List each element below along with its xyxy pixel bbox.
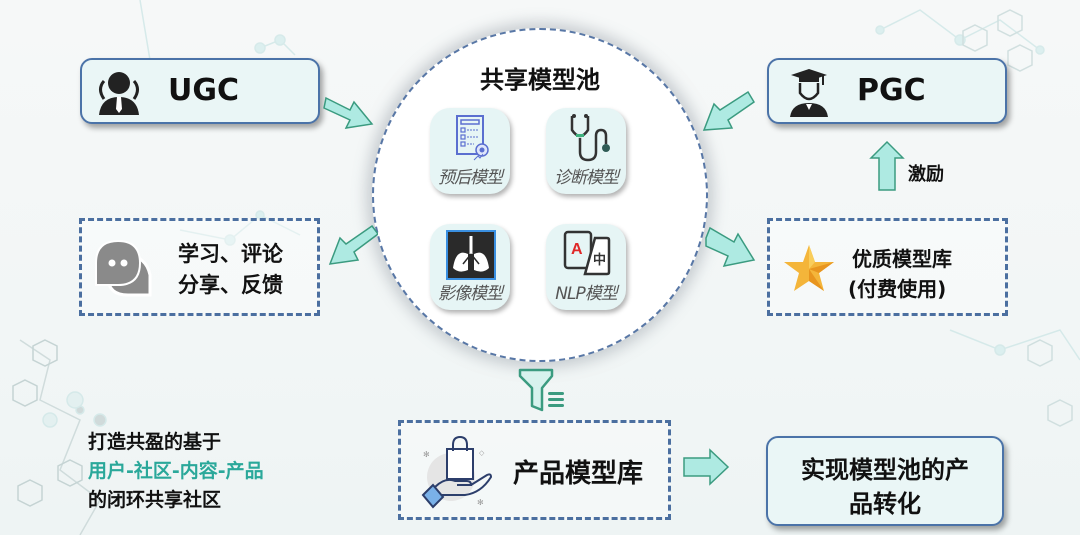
model-tile-imaging[interactable]: 影像模型 [430, 224, 510, 310]
summary-line2-highlight: 用户-社区-内容-产品 [88, 460, 264, 482]
feedback-line1: 学习、评论 [178, 242, 283, 266]
svg-text:◇: ◇ [479, 449, 485, 457]
user-group-icon [99, 72, 139, 115]
model-label: 预后模型 [438, 168, 503, 188]
arrow-incentive-up [869, 140, 905, 191]
filter-icon [518, 368, 564, 412]
lung-xray-icon [446, 230, 496, 280]
chat-bubbles-icon [95, 239, 152, 297]
summary-text: 打造共盈的基于 用户-社区-内容-产品 的闭环共享社区 [88, 428, 264, 515]
ugc-label: UGC [168, 73, 240, 108]
product-model-library-box: ✻ ◇ ✻ 产品模型库 [398, 420, 671, 520]
arrow-pgc-to-pool [702, 90, 756, 131]
summary-line3: 的闭环共享社区 [88, 489, 222, 511]
translate-icon: A 中 [563, 230, 611, 276]
svg-text:A: A [571, 241, 583, 258]
pgc-box: PGC [767, 58, 1007, 124]
arrow-pool-to-premium [705, 226, 756, 268]
feedback-box: 学习、评论 分享、反馈 [79, 218, 320, 316]
premium-line2: (付费使用) [848, 277, 947, 301]
conversion-box: 实现模型池的产 品转化 [766, 436, 1004, 526]
star-icon [784, 245, 834, 291]
ugc-box: UGC [80, 58, 320, 124]
summary-line1: 打造共盈的基于 [88, 431, 222, 453]
svg-text:✻: ✻ [423, 450, 430, 459]
conversion-line2: 品转化 [849, 490, 921, 518]
graduate-icon [790, 69, 828, 117]
certificate-document-icon [456, 115, 489, 161]
model-label: NLP模型 [555, 284, 617, 304]
svg-text:中: 中 [593, 252, 606, 268]
premium-line1: 优质模型库 [852, 247, 952, 271]
svg-text:✻: ✻ [477, 498, 484, 507]
arrow-pool-to-feedback [328, 224, 378, 265]
model-tile-prognosis[interactable]: 预后模型 [430, 108, 510, 194]
hand-shopping-bag-icon: ✻ ◇ ✻ [421, 435, 493, 509]
pgc-label: PGC [857, 73, 926, 108]
premium-library-box: 优质模型库 (付费使用) [767, 218, 1008, 316]
model-label: 影像模型 [438, 284, 503, 304]
model-tile-nlp[interactable]: A 中 NLP模型 [546, 224, 626, 310]
feedback-line2: 分享、反馈 [178, 273, 283, 297]
shared-model-pool: 共享模型池 预后模型 诊断模型 [372, 28, 708, 362]
product-library-label: 产品模型库 [513, 459, 644, 489]
conversion-line1: 实现模型池的产 [801, 456, 969, 484]
model-label: 诊断模型 [554, 168, 619, 188]
stethoscope-icon [570, 114, 610, 162]
arrow-ugc-to-pool [323, 96, 374, 129]
model-tile-diagnosis[interactable]: 诊断模型 [546, 108, 626, 194]
incentive-label: 激励 [908, 164, 944, 185]
pool-title: 共享模型池 [480, 66, 600, 94]
arrow-product-to-conversion [683, 448, 730, 486]
